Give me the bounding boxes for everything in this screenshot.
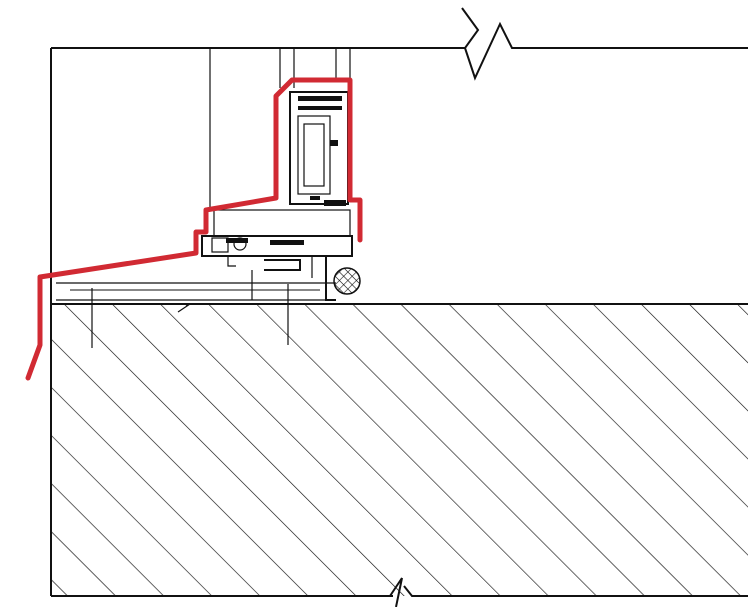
flashing-membrane xyxy=(25,77,363,381)
interior-lining xyxy=(209,48,351,210)
top-break-symbol xyxy=(461,7,748,81)
masonry-hatch xyxy=(51,304,748,596)
membrane-left-run xyxy=(25,77,363,381)
sealant-backer-rod xyxy=(333,267,361,295)
window-frame-profile xyxy=(201,91,361,301)
frame-lower-box xyxy=(201,235,353,257)
sill-support xyxy=(56,270,336,348)
